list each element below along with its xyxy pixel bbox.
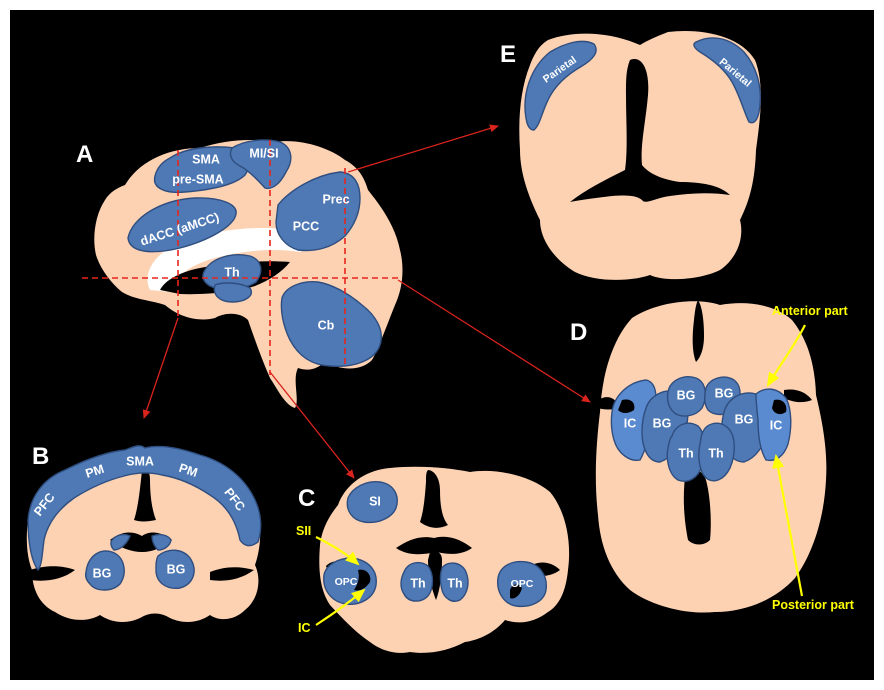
sma-label: SMA [192, 152, 220, 166]
anterior-part-annotation: Anterior part [772, 304, 849, 318]
opc-left-label: OPC [335, 576, 358, 588]
panel-letter-b: B [32, 443, 49, 470]
bg-left-b-label: BG [93, 566, 112, 580]
sii-annotation: SII [296, 524, 311, 538]
sma-b-label: SMA [126, 454, 154, 468]
panel-letter-c: C [298, 485, 315, 512]
thalamus-left-d-label: Th [678, 446, 693, 460]
bg-right-top-label: BG [715, 386, 734, 400]
bg-right-outer-label: BG [735, 412, 754, 426]
thalamus-label: Th [224, 265, 239, 279]
thalamus-left-c-label: Th [410, 576, 425, 590]
si-label: SI [369, 494, 381, 508]
panel-letter-e: E [500, 41, 516, 68]
prec-label: Prec [322, 192, 349, 206]
mi-si-label: MI/SI [249, 146, 278, 160]
cerebellum-label: Cb [318, 318, 335, 332]
ic-left-d-label: IC [624, 416, 637, 430]
opc-right-label: OPC [511, 578, 534, 590]
ic-right-d-label: IC [770, 418, 783, 432]
bg-right-b-label: BG [167, 562, 186, 576]
ic-c-annotation: IC [298, 621, 311, 635]
panel-letter-a: A [76, 141, 93, 168]
bg-left-top-label: BG [677, 388, 696, 402]
bg-left-outer-label: BG [653, 416, 672, 430]
panel-letter-d: D [570, 319, 587, 346]
posterior-part-annotation: Posterior part [772, 598, 855, 612]
pcc-label: PCC [293, 219, 319, 233]
brainstem-region [214, 283, 251, 302]
pre-sma-label: pre-SMA [172, 172, 223, 186]
thalamus-right-c-label: Th [447, 576, 462, 590]
thalamus-right-d-label: Th [708, 446, 723, 460]
